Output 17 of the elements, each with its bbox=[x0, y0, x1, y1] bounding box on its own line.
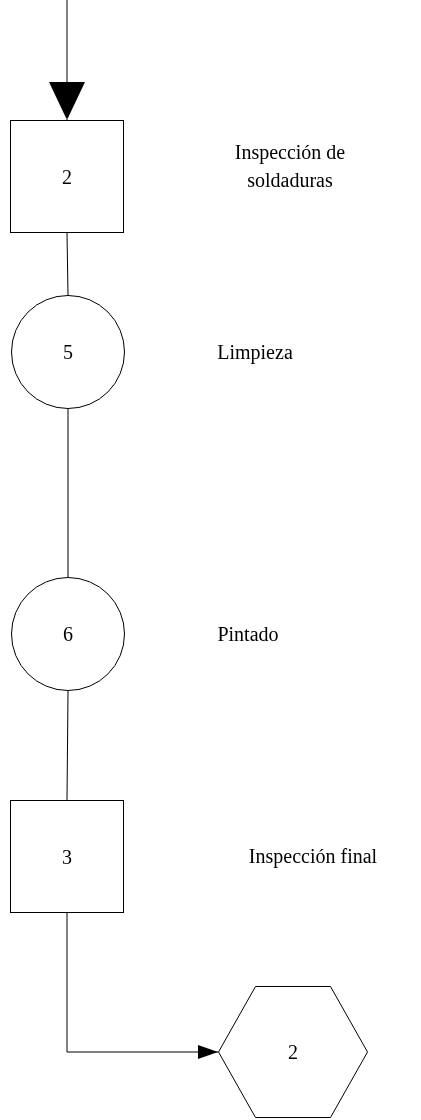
inspection-box bbox=[10, 800, 124, 913]
step-description: Inspección de soldaduras bbox=[233, 140, 347, 193]
step-description: Limpieza bbox=[216, 340, 294, 366]
arrow bbox=[49, 0, 85, 121]
connector-line bbox=[66, 690, 69, 801]
step-number: 2 bbox=[288, 1042, 298, 1062]
step-description: Inspección final bbox=[247, 844, 379, 870]
connector-line bbox=[67, 408, 69, 578]
connector-line bbox=[66, 232, 69, 296]
step-number: 5 bbox=[63, 342, 73, 362]
inspection-box bbox=[10, 120, 124, 233]
step-number: 3 bbox=[62, 846, 72, 867]
arrow bbox=[66, 912, 219, 1059]
step-description: Pintado bbox=[216, 622, 280, 647]
step-number: 2 bbox=[62, 166, 72, 187]
step-number: 6 bbox=[63, 624, 73, 644]
hexagon-shape bbox=[218, 986, 368, 1118]
